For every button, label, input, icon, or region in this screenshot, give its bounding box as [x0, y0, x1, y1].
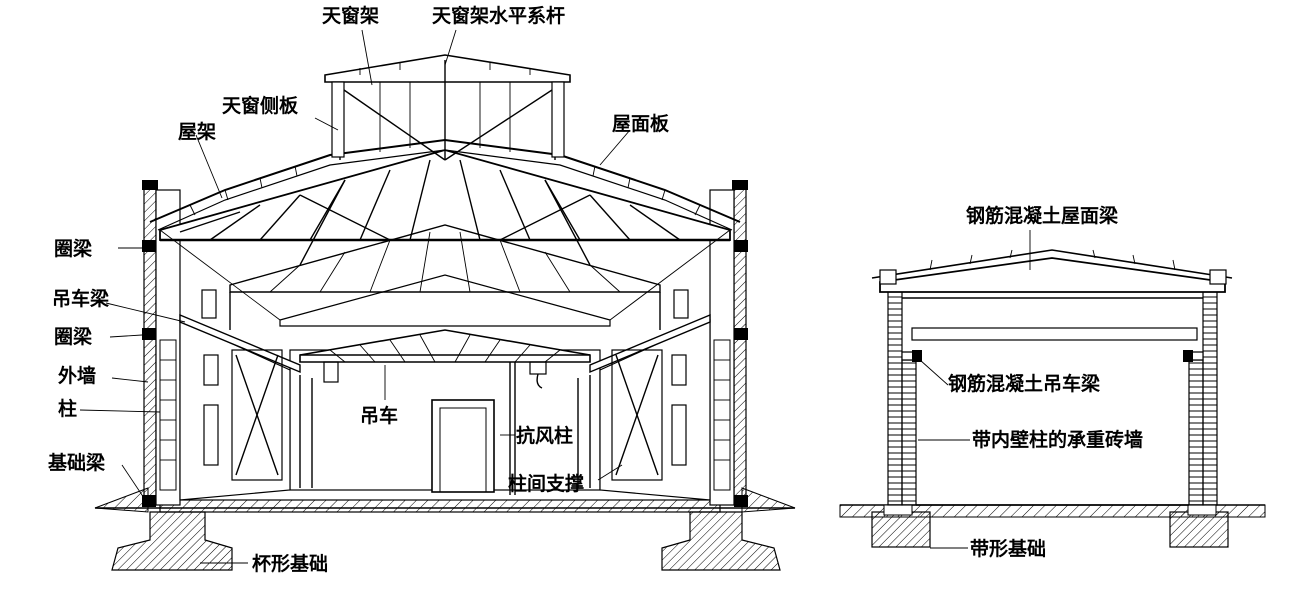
label-cup-foundation: 杯形基础	[252, 552, 328, 575]
skylight-frame	[324, 54, 571, 161]
label-column-bracing: 柱间支撑	[508, 472, 584, 495]
cup-foundation-left	[111, 511, 233, 571]
label-pilaster-wall: 带内壁柱的承重砖墙	[972, 428, 1143, 451]
side-walls-interior	[179, 289, 711, 501]
label-roof-panel: 屋面板	[612, 112, 670, 135]
roof-trusses	[159, 149, 731, 330]
label-wind-column: 抗风柱	[516, 424, 573, 447]
label-roof-truss: 屋架	[178, 121, 216, 143]
crane-truss	[299, 329, 591, 389]
brick-wall-left	[887, 284, 922, 506]
label-outer-wall: 外墙	[58, 364, 96, 387]
label-skylight-side-panel: 天窗侧板	[222, 94, 299, 117]
label-skylight-frame: 天窗架	[322, 4, 379, 27]
right-wall	[709, 180, 748, 507]
label-crane: 吊车	[360, 404, 398, 427]
label-rc-roof-beam: 钢筋混凝土屋面梁	[966, 204, 1119, 227]
ground-left	[94, 487, 796, 513]
brick-wall-right	[1183, 284, 1218, 506]
column-bracing	[231, 349, 663, 488]
left-building: 天窗架 天窗架水平系杆 天窗侧板 屋架 屋面板 圈梁 吊车梁 圈梁 外墙 柱 基…	[47, 4, 796, 575]
label-ring-beam-top: 圈梁	[54, 237, 93, 260]
crane-beam-runs	[179, 313, 711, 374]
left-leader-lines	[79, 29, 631, 564]
strip-foundation-right	[1169, 504, 1229, 548]
label-rc-crane-beam: 钢筋混凝土吊车梁	[948, 372, 1101, 395]
label-column: 柱	[58, 397, 77, 420]
rc-roof-beam	[871, 249, 1233, 341]
back-wall	[289, 349, 601, 495]
cup-foundation-right	[661, 511, 781, 571]
label-foundation-beam: 基础梁	[47, 451, 106, 474]
right-leader-lines	[918, 230, 1031, 549]
strip-foundation-left	[871, 504, 931, 548]
label-skylight-tie: 天窗架水平系杆	[432, 4, 565, 27]
label-crane-beam: 吊车梁	[52, 287, 110, 310]
label-strip-foundation: 带形基础	[970, 537, 1046, 560]
label-ring-beam-mid: 圈梁	[54, 325, 93, 348]
right-building: 钢筋混凝土屋面梁 钢筋混凝土吊车梁 带内壁柱的承重砖墙 带形基础	[839, 204, 1266, 560]
